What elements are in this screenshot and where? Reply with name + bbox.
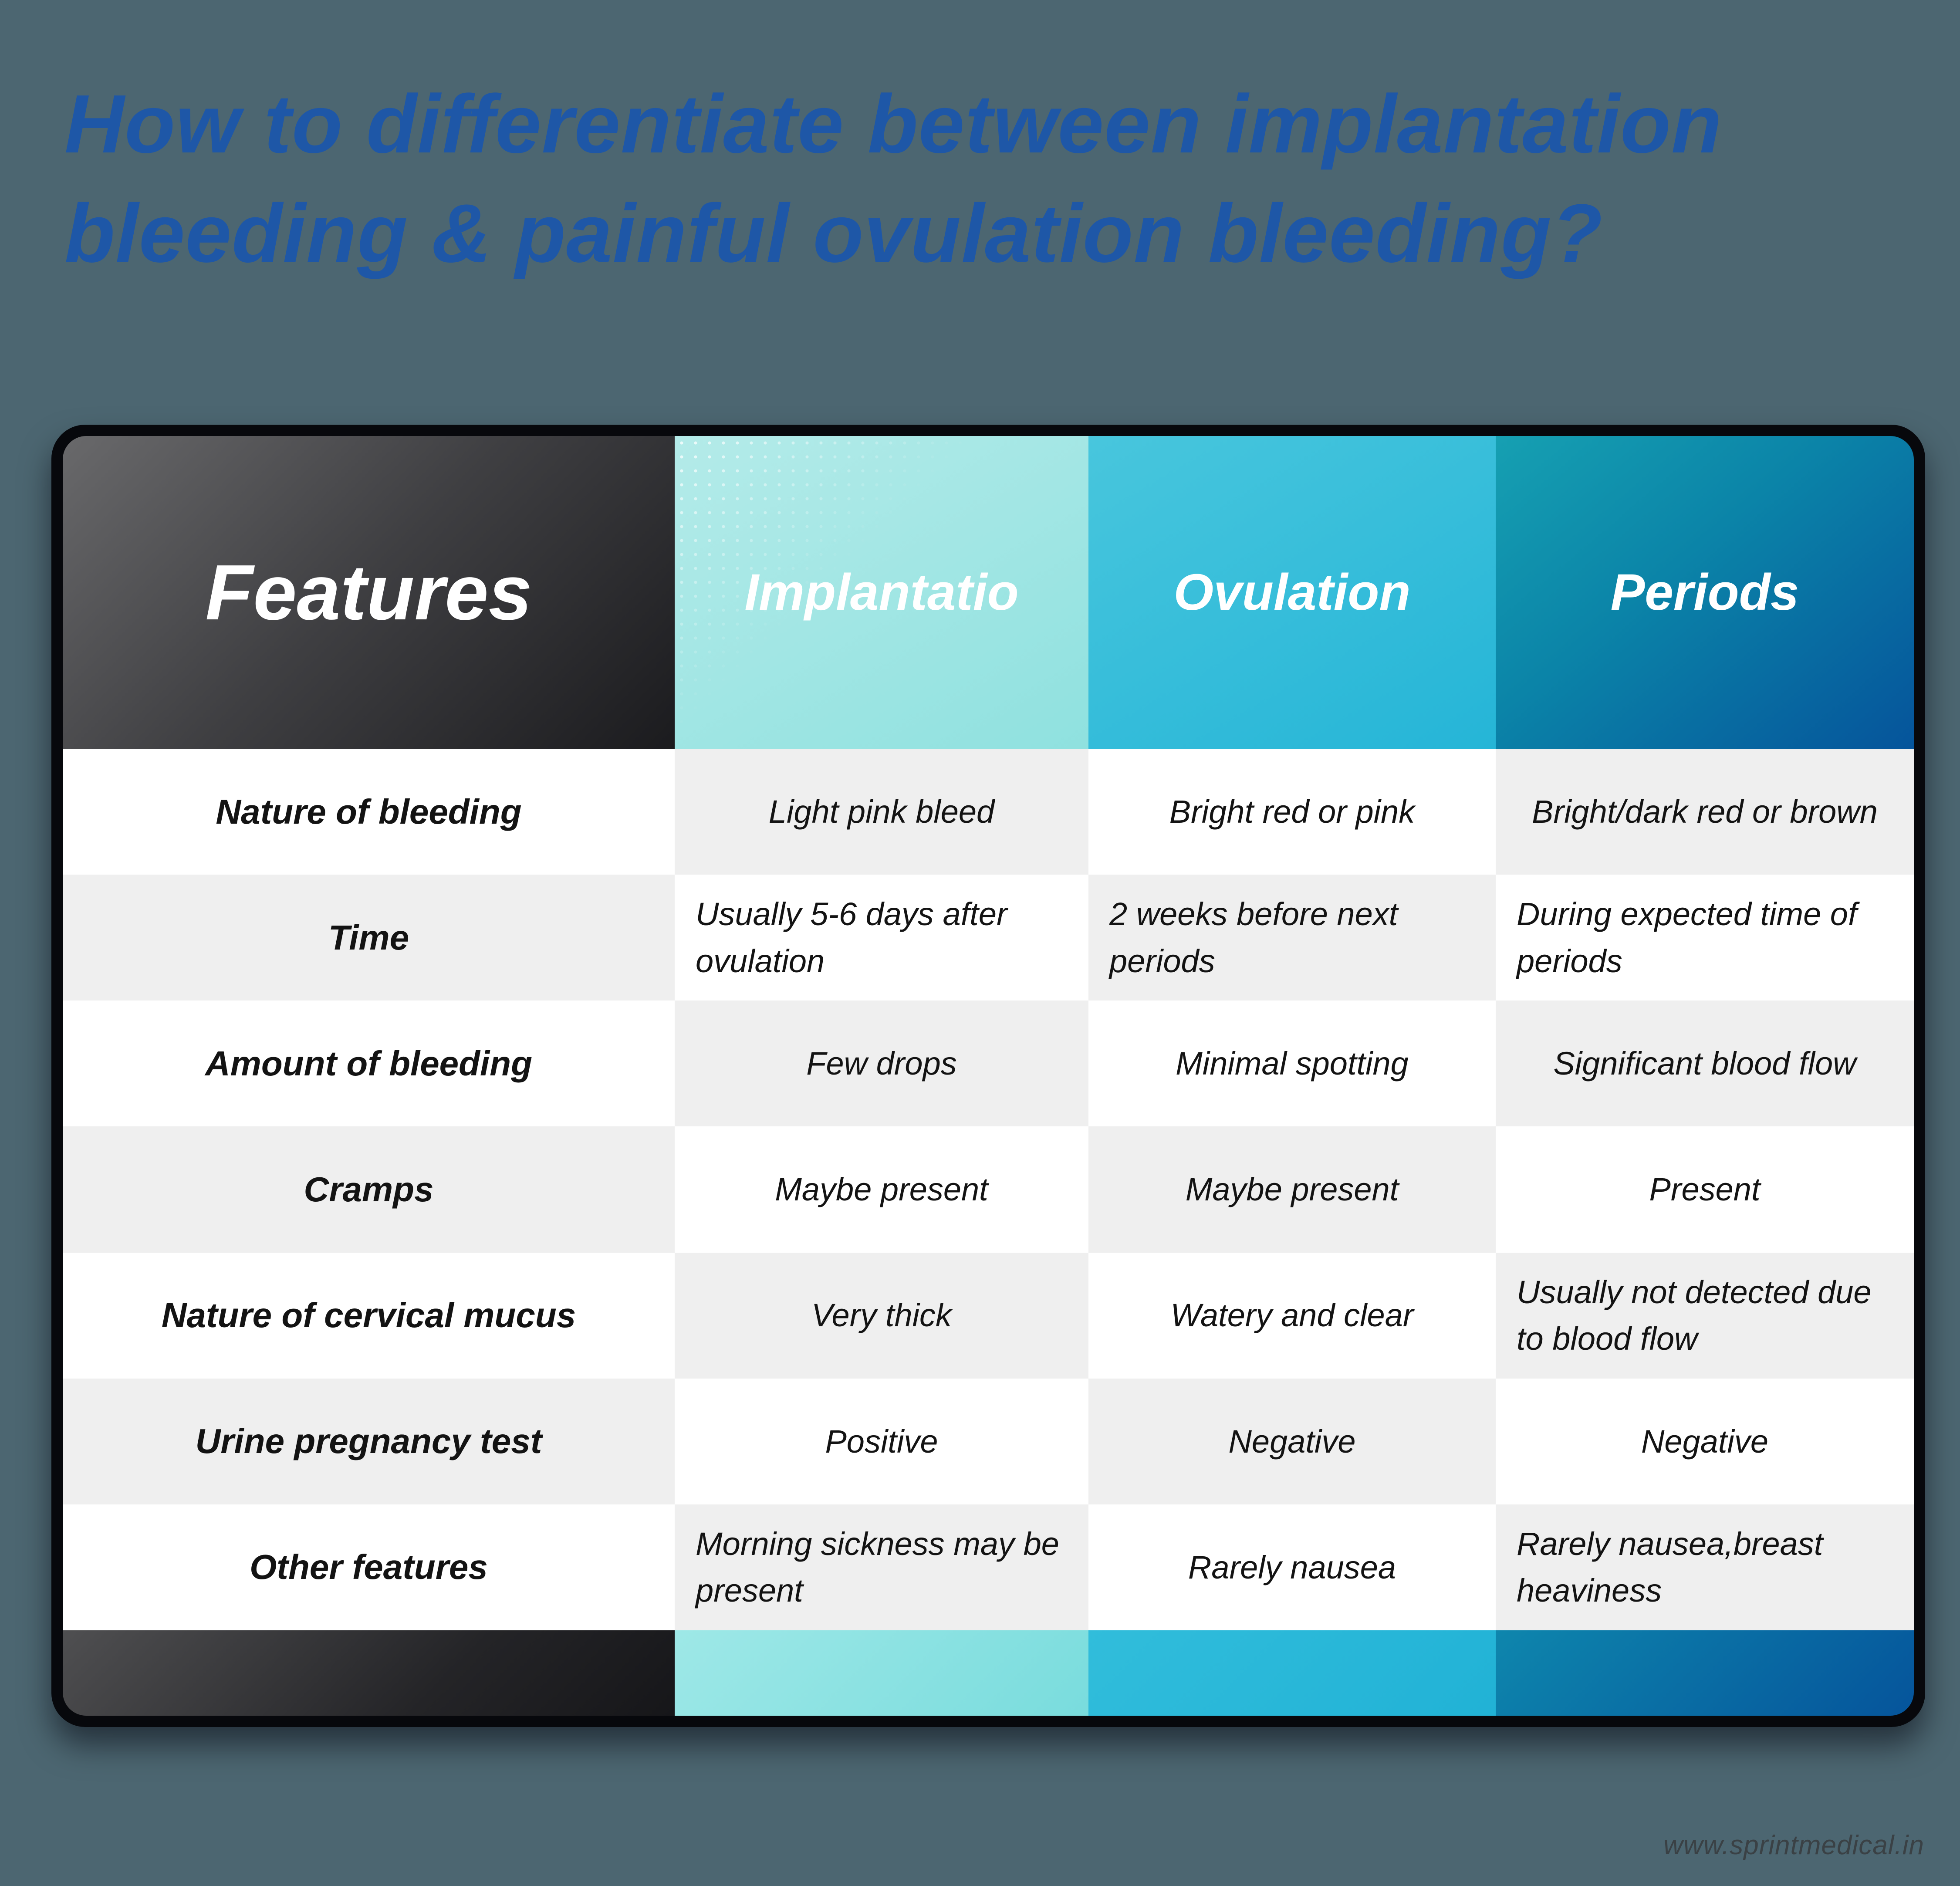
cell-text: Present bbox=[1649, 1171, 1761, 1208]
footer-band-features bbox=[63, 1630, 675, 1716]
column-header-ovulation: Ovulation bbox=[1088, 436, 1496, 749]
row-header-urine-pregnancy-test: Urine pregnancy test bbox=[63, 1378, 675, 1504]
page-title: How to differentiate between implantatio… bbox=[64, 78, 1723, 280]
cell-other-ovulation: Rarely nausea bbox=[1088, 1504, 1496, 1630]
cell-text: Usually 5-6 days after ovulation bbox=[696, 896, 1007, 979]
cell-amount-implantation: Few drops bbox=[675, 1000, 1088, 1127]
comparison-table: Features Implantatio Ovulation Periods N… bbox=[63, 436, 1914, 1716]
cell-text: Few drops bbox=[806, 1045, 957, 1082]
row-header-time: Time bbox=[63, 875, 675, 1001]
cell-text: 2 weeks before next periods bbox=[1109, 896, 1398, 979]
cell-other-implantation: Morning sickness may be present bbox=[675, 1504, 1088, 1630]
cell-text: Watery and clear bbox=[1170, 1297, 1414, 1334]
cell-text: Maybe present bbox=[1185, 1171, 1399, 1208]
cell-upt-periods: Negative bbox=[1496, 1378, 1914, 1504]
cell-amount-periods: Significant blood flow bbox=[1496, 1000, 1914, 1127]
cell-time-implantation: Usually 5-6 days after ovulation bbox=[675, 875, 1088, 1001]
row-header-cramps: Cramps bbox=[63, 1126, 675, 1253]
row-header-cervical-mucus: Nature of cervical mucus bbox=[63, 1252, 675, 1379]
cell-cramps-implantation: Maybe present bbox=[675, 1126, 1088, 1253]
cell-text: Significant blood flow bbox=[1553, 1045, 1856, 1082]
cell-text: Light pink bleed bbox=[768, 793, 995, 830]
cell-text: Very thick bbox=[811, 1297, 952, 1334]
cell-text: Maybe present bbox=[775, 1171, 988, 1208]
cell-nature-ovulation: Bright red or pink bbox=[1088, 749, 1496, 875]
row-header-nature-of-bleeding: Nature of bleeding bbox=[63, 749, 675, 875]
cell-text: Positive bbox=[825, 1423, 938, 1460]
cell-time-periods: During expected time of periods bbox=[1496, 875, 1914, 1001]
cell-text: Usually not detected due to blood flow bbox=[1517, 1274, 1872, 1357]
row-header-amount-of-bleeding: Amount of bleeding bbox=[63, 1000, 675, 1127]
cell-text: During expected time of periods bbox=[1517, 896, 1857, 979]
footer-band-implantation bbox=[675, 1630, 1088, 1716]
cell-text: Morning sickness may be present bbox=[696, 1526, 1059, 1609]
cell-upt-ovulation: Negative bbox=[1088, 1378, 1496, 1504]
cell-cramps-periods: Present bbox=[1496, 1126, 1914, 1253]
column-header-features: Features bbox=[63, 436, 675, 749]
cell-mucus-implantation: Very thick bbox=[675, 1252, 1088, 1379]
cell-text: Minimal spotting bbox=[1176, 1045, 1409, 1082]
cell-other-periods: Rarely nausea,breast heaviness bbox=[1496, 1504, 1914, 1630]
comparison-table-card: Features Implantatio Ovulation Periods N… bbox=[51, 425, 1925, 1727]
cell-text: Bright/dark red or brown bbox=[1532, 793, 1878, 830]
cell-text: Rarely nausea bbox=[1188, 1549, 1396, 1585]
footer-band-periods bbox=[1496, 1630, 1914, 1716]
cell-cramps-ovulation: Maybe present bbox=[1088, 1126, 1496, 1253]
cell-text: Rarely nausea,breast heaviness bbox=[1517, 1526, 1823, 1609]
cell-amount-ovulation: Minimal spotting bbox=[1088, 1000, 1496, 1127]
cell-time-ovulation: 2 weeks before next periods bbox=[1088, 875, 1496, 1001]
cell-mucus-ovulation: Watery and clear bbox=[1088, 1252, 1496, 1379]
column-header-implantation: Implantatio bbox=[675, 436, 1088, 749]
cell-text: Negative bbox=[1228, 1423, 1356, 1460]
column-header-periods: Periods bbox=[1496, 436, 1914, 749]
cell-upt-implantation: Positive bbox=[675, 1378, 1088, 1504]
cell-nature-periods: Bright/dark red or brown bbox=[1496, 749, 1914, 875]
footer-band-ovulation bbox=[1088, 1630, 1496, 1716]
row-header-other-features: Other features bbox=[63, 1504, 675, 1630]
cell-mucus-periods: Usually not detected due to blood flow bbox=[1496, 1252, 1914, 1379]
website-url: www.sprintmedical.in bbox=[1663, 1830, 1924, 1860]
cell-text: Bright red or pink bbox=[1169, 793, 1415, 830]
cell-nature-implantation: Light pink bleed bbox=[675, 749, 1088, 875]
cell-text: Negative bbox=[1641, 1423, 1769, 1460]
